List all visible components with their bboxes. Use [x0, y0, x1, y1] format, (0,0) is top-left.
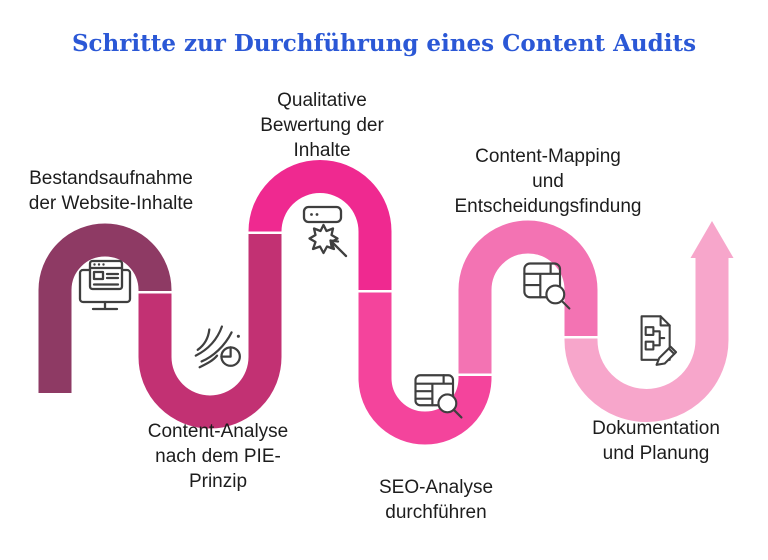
button-click-icon: [302, 205, 348, 258]
wind-pie-chart-icon: [194, 325, 241, 369]
monitor-browser-icon: [78, 259, 132, 311]
label-line: Content-Analyse: [147, 421, 289, 442]
step-label-content-analyse: Content-Analyse nach dem PIE- Prinzip: [148, 419, 288, 494]
label-line: durchführen: [385, 502, 487, 523]
ribbon-segment-2: [138, 234, 282, 429]
ribbon-segment-5: [458, 220, 598, 374]
flow-arrowhead-icon: [690, 221, 734, 258]
page-title: Schritte zur Durchführung eines Content …: [71, 30, 697, 57]
step-label-content-mapping: Content-Mapping und Entscheidungsfindung: [455, 144, 642, 219]
ribbon-segment-6: [564, 256, 729, 422]
label-line: und Planung: [602, 443, 710, 464]
label-line: Inhalte: [293, 140, 351, 161]
label-line: der Website-Inhalte: [28, 193, 194, 214]
label-line: nach dem PIE-: [155, 446, 281, 467]
label-line: Qualitative: [277, 90, 367, 111]
label-line: Entscheidungsfindung: [454, 196, 642, 217]
label-line: Bestandsaufnahme: [29, 168, 193, 189]
step-label-bestandsaufnahme: Bestandsaufnahme der Website-Inhalte: [29, 166, 193, 216]
label-line: SEO-Analyse: [378, 477, 494, 498]
table-search-icon: [523, 262, 571, 310]
step-label-qualitative-bewertung: Qualitative Bewertung der Inhalte: [260, 88, 384, 163]
ribbon-segment-1: [38, 223, 172, 393]
label-line: Prinzip: [188, 471, 248, 492]
document-edit-icon: [640, 315, 678, 366]
step-label-dokumentation: Dokumentation und Planung: [592, 416, 720, 466]
label-line: Content-Mapping: [475, 146, 621, 167]
label-line: Dokumentation: [592, 418, 720, 439]
ribbon-segment-3: [248, 160, 392, 290]
step-label-seo-analyse: SEO-Analyse durchführen: [379, 475, 493, 525]
table-search-icon: [414, 374, 463, 419]
label-line: und: [532, 171, 564, 192]
label-line: Bewertung der: [260, 115, 384, 136]
ribbon-segment-4: [358, 292, 492, 445]
